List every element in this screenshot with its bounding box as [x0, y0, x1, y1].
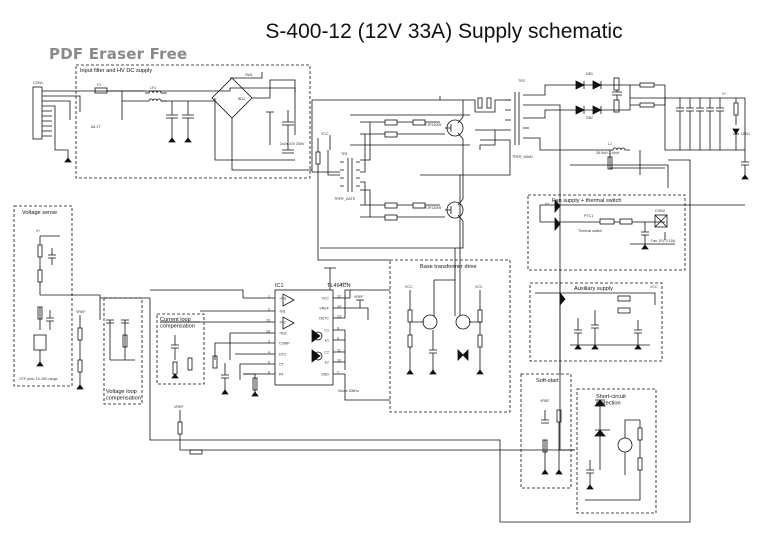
- ic1-part: TL494CN: [327, 283, 351, 289]
- label-tr1: TR1: [341, 152, 348, 156]
- ic1-pin-left-label: -IN1: [279, 310, 286, 314]
- ic1-pin-right-number: 13: [337, 315, 341, 319]
- label-sw1: SW1: [245, 73, 253, 77]
- ic1-pin-left-number: 2: [268, 308, 270, 312]
- ic1-pin-right-number: 11: [337, 349, 341, 353]
- ic1-pin-right-label: C1: [324, 329, 329, 333]
- label-bd1: BD1: [238, 97, 245, 101]
- label-db2: DB2: [586, 116, 593, 120]
- label-q1: FJP13009: [425, 123, 441, 127]
- label-con1: CON1: [33, 81, 43, 85]
- label-fuse-note: 6A 1T: [91, 125, 101, 129]
- block-aux-supply: [529, 282, 663, 362]
- ic1-pin-left-number: 5: [268, 361, 270, 365]
- label-vref-ic: VREF: [354, 295, 364, 299]
- label-q2: FJP13009: [425, 206, 441, 210]
- block-voltage-sense: [13, 205, 73, 387]
- ic1-pin-right-number: 10: [337, 359, 341, 363]
- ic1-pin-left-number: 15: [266, 319, 270, 323]
- block-base-drive: [389, 259, 511, 413]
- ic1-pin-left-number: 6: [268, 371, 270, 375]
- label-soft-start: Soft-start: [536, 378, 559, 384]
- label-base-drive: Base transformer drive: [420, 264, 477, 270]
- label-db1: DB1: [586, 72, 593, 76]
- label-vplus-out: V+: [722, 92, 727, 96]
- label-con2: CON2: [655, 209, 665, 213]
- label-aux-supply: Auxiliary supply: [574, 286, 613, 292]
- label-vcc-ic: VCC: [340, 282, 348, 286]
- label-fan-supply: Fan supply + thermal switch: [552, 198, 622, 204]
- ic1-pin-left-number: 4: [268, 351, 270, 355]
- label-f1: F1: [97, 83, 101, 87]
- label-lf1: LF1: [150, 86, 156, 90]
- label-fan: Fan 12V 0.15A: [651, 239, 676, 243]
- ic1-pin-left-label: +IN2: [279, 332, 287, 336]
- ic1-pin-right-label: VCC: [321, 297, 329, 301]
- ic1-pin-left-label: -IN2: [279, 321, 286, 325]
- ic1-pin-left-number: 1: [268, 295, 270, 299]
- label-vref-soft: VREF: [540, 399, 550, 403]
- label-vplus-fan: V+: [545, 202, 550, 206]
- label-sense-note: OTF pins: 10-15V range: [19, 377, 58, 381]
- ic1-pin-right-label: C2: [324, 351, 329, 355]
- label-voltage-sense: Voltage sense: [22, 210, 57, 216]
- label-thermal: Thermal switch: [578, 229, 602, 233]
- label-vref-loop: VREF: [76, 310, 86, 314]
- dashed-blocks: [13, 64, 686, 514]
- ic1-name: IC1: [275, 283, 284, 289]
- label-tr1-name: TRFR_GATE: [334, 197, 356, 201]
- ic1-pin-left-label: RT: [279, 373, 285, 377]
- ground-symbols: [36, 137, 749, 490]
- ic1-pin-left-label: +IN1: [279, 297, 287, 301]
- block-current-loop: [156, 313, 205, 385]
- part-labels: CON1 F1 6A 1T SW1 BD1 LF1 TR1 TRFR_GATE …: [19, 72, 750, 409]
- ic1-pin-right-number: 12: [337, 295, 341, 299]
- ic1-pin-right-number: 7: [337, 371, 339, 375]
- ic1-pin-right-label: E1: [325, 339, 329, 343]
- watermark: PDF Eraser Free: [49, 45, 188, 63]
- ic1-pin-left-label: DTC: [279, 353, 287, 357]
- ic1-pin-left-number: 3: [268, 340, 270, 344]
- label-ptc: PTC1: [584, 214, 593, 218]
- label-tr2-name: TRFR_MAIN: [512, 155, 533, 159]
- label-input-filter: Input filter and HV DC supply: [80, 68, 152, 74]
- ic1-pin-right-number: 8: [337, 327, 339, 331]
- label-tr2: TR2: [518, 79, 525, 83]
- label-sw-note: 2x2n-470 250V: [280, 142, 305, 146]
- ic1-pin-left-number: 16: [266, 330, 270, 334]
- ic1-pin-right-label: E2: [325, 361, 329, 365]
- ic1-pin-right-label: OUTC: [319, 317, 330, 321]
- ic1-pin-right-label: GND: [321, 373, 329, 377]
- label-vcc-drive2: VCC: [475, 285, 483, 289]
- label-vplus-sense: V+: [36, 229, 41, 233]
- ic1-note: Slows 40kHz: [338, 389, 359, 393]
- label-l1-note: 26.5uH 2.4mH: [596, 151, 620, 155]
- page-title: S-400-12 (12V 33A) Supply schematic: [265, 20, 623, 43]
- ic1-pin-right-label: VREF: [319, 307, 329, 311]
- ic1-body: [274, 289, 334, 386]
- label-led1: LED1: [741, 132, 750, 136]
- ic1-pin-right-number: 9: [337, 337, 339, 341]
- ic1-pin-left-label: COMP: [279, 342, 290, 346]
- ic1-pin-right-number: 14: [337, 305, 341, 309]
- label-l1: L1: [608, 142, 612, 146]
- block-soft-start: [520, 373, 572, 489]
- block-input-filter: [75, 64, 311, 179]
- label-vcc-aux: VCC: [650, 285, 658, 289]
- label-vref-bottom: VREF: [174, 405, 184, 409]
- label-vcc-top: VCC: [321, 132, 329, 136]
- label-vcc-drive1: VCC: [405, 285, 413, 289]
- block-voltage-loop: [103, 297, 143, 405]
- block-short-circuit: [576, 388, 657, 514]
- block-labels: Input filter and HV DC supply Voltage se…: [22, 68, 626, 407]
- block-fan-supply: [527, 194, 686, 271]
- ic1-labels: IC1 TL494CN Slows 40kHz: [275, 283, 359, 393]
- ic1-pin-left-label: CT: [279, 363, 285, 367]
